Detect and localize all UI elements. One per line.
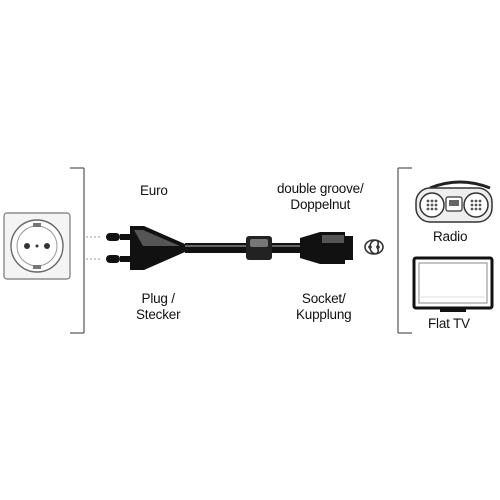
flat-tv-label: Flat TV <box>428 316 470 331</box>
socket-connector-icon <box>300 232 353 264</box>
euro-plug-icon <box>106 226 185 270</box>
socket-label: Socket/ Kupplung <box>296 291 352 322</box>
connector-type-label: double groove/ Doppelnut <box>277 181 364 212</box>
plug-label: Plug / Stecker <box>136 291 181 322</box>
figure8-socket-face-icon <box>364 239 384 255</box>
wall-socket-icon <box>3 212 71 280</box>
connection-dashes <box>86 236 100 260</box>
flat-tv-icon <box>412 256 494 312</box>
plug-type-label: Euro <box>140 183 168 198</box>
left-bracket <box>70 167 85 334</box>
cable <box>185 243 305 253</box>
radio-label: Radio <box>433 229 468 244</box>
inline-switch-icon <box>246 236 272 260</box>
radio-icon <box>415 180 493 223</box>
right-bracket <box>397 167 412 334</box>
